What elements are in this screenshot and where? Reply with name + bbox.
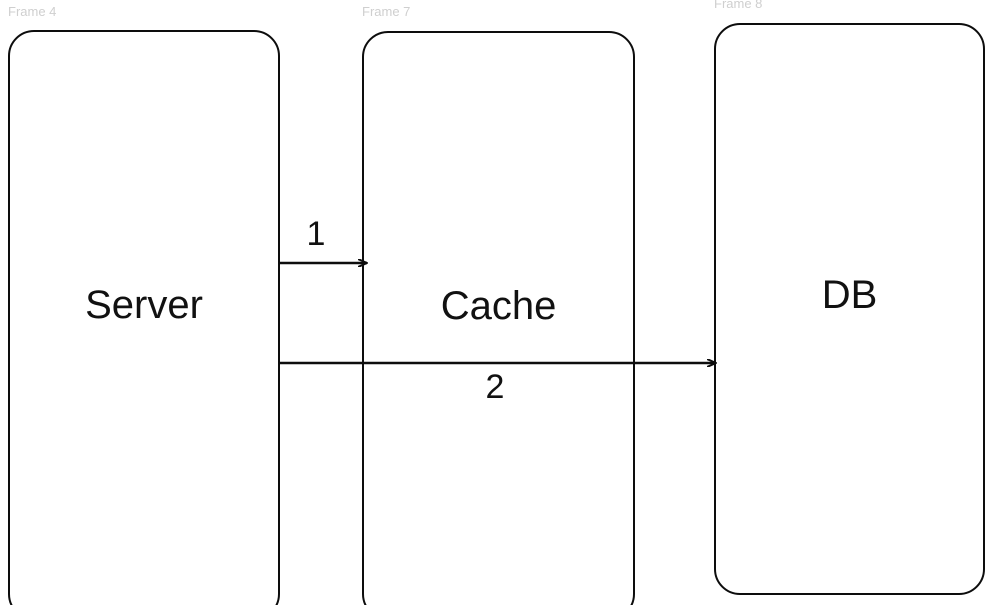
edge-label-2: 2 xyxy=(485,368,505,406)
frame-label-server: Frame 4 xyxy=(8,4,57,19)
node-label-cache: Cache xyxy=(440,284,557,328)
edge-label-1: 1 xyxy=(306,215,326,253)
node-box-db[interactable] xyxy=(714,23,985,595)
frame-label-db: Frame 8 xyxy=(714,0,763,11)
node-label-server: Server xyxy=(85,283,203,327)
frame-label-cache: Frame 7 xyxy=(362,4,411,19)
node-box-cache[interactable] xyxy=(362,31,635,605)
node-label-db: DB xyxy=(821,273,878,317)
node-box-server[interactable] xyxy=(8,30,280,605)
